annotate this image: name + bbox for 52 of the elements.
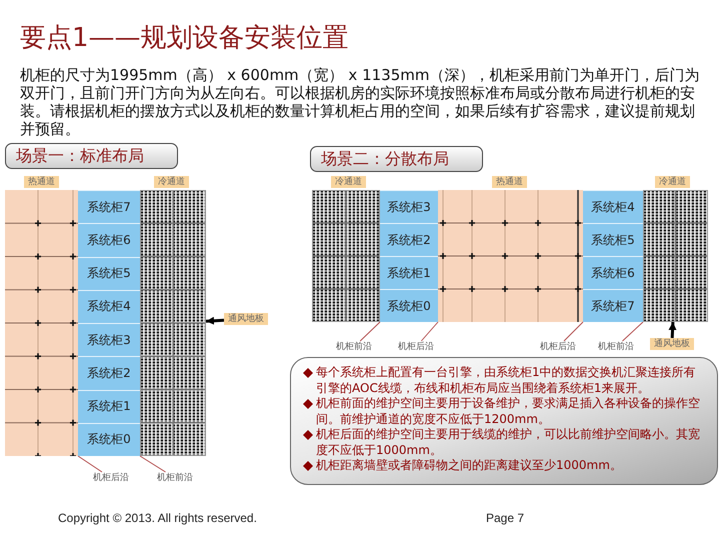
hot-aisle-floor [5,190,78,456]
ventilated-floor-tiles [140,190,206,456]
system-cabinet: 系统柜1 [380,256,438,289]
note-text: 机柜距离墙壁或者障碍物之间的距离建议至少1000mm。 [316,458,623,474]
scenario-banner: 场景一：标准布局 [5,143,178,169]
slide-title: 要点1——规划设备安装位置 [20,22,349,54]
note-text: 机柜后面的维护空间主要用于线缆的维护，可以比前维护空间略小。其宽度不应低于1000mm。 [316,427,701,458]
scenario-banner: 场景二：分散布局 [310,146,483,172]
intro-paragraph: 机柜的尺寸为1995mm（高） x 600mm（宽） x 1135mm（深），机柜采用前门为单开门，后门为双开门，且前门开门方向为从左向右。可以根据机房的实际环境按照标准布局或分散布局进行机柜的安装。请根据机柜的摆放方式以及机柜的数量计算机柜占用的空间，如果后续有扩容需求，建议提前规划并预留。 [20,66,700,138]
callout-label: 机柜前沿 [336,341,372,353]
system-cabinet: 系统柜7 [583,289,643,322]
system-cabinet: 系统柜2 [78,356,140,390]
system-cabinet: 系统柜4 [78,290,140,323]
aisle-label: 冷通道 [655,176,690,188]
callout-label: 机柜前沿 [598,341,634,353]
ventilated-floor-tiles [643,190,708,322]
ventilated-floor-tiles [312,190,380,322]
callout-label: 机柜后沿 [398,341,434,353]
leader-line [78,456,102,472]
system-cabinet: 系统柜2 [380,223,438,256]
callout-label: 机柜后沿 [540,341,576,353]
notes-panel [290,357,718,485]
aisle-label: 冷通道 [154,176,189,188]
leader-line [564,322,584,342]
aisle-label: 冷通道 [331,176,366,188]
hot-aisle-floor [438,190,583,322]
page-number: Page 7 [486,511,524,526]
system-cabinet: 系统柜3 [380,190,438,223]
aisle-label: 热通道 [24,176,59,188]
leader-line [140,456,166,472]
system-cabinet: 系统柜6 [78,223,140,256]
callout-tag: 通风地板 [224,313,268,325]
system-cabinet: 系统柜1 [78,390,140,423]
system-cabinet: 系统柜5 [78,256,140,290]
leader-line [420,322,438,342]
note-text: 机柜前面的维护空间主要用于设备维护，要求满足插入各种设备的操作空间。前维护通道的宽度不应低于1200mm。 [316,396,701,427]
callout-label: 机柜后沿 [93,472,129,484]
system-cabinet: 系统柜0 [78,422,140,456]
pointer-arrow [668,322,677,338]
leader-line [360,322,380,342]
system-cabinet: 系统柜3 [78,323,140,356]
system-cabinet: 系统柜4 [583,190,643,223]
copyright-notice: Copyright © 2013. All rights reserved. [58,511,257,526]
callout-label: 机柜前沿 [157,472,193,484]
system-cabinet: 系统柜5 [583,223,643,256]
system-cabinet: 系统柜7 [78,190,140,224]
system-cabinet: 系统柜6 [583,256,643,289]
callout-tag: 通风地板 [650,338,694,350]
note-text: 每个系统柜上配置有一台引擎，由系统柜1中的数据交换机汇聚连接所有引擎的AOC线缆，布线和机柜布局应当围绕着系统柜1来展开。 [316,365,697,396]
pointer-arrow [206,316,224,325]
aisle-label: 热通道 [492,176,527,188]
system-cabinet: 系统柜0 [380,289,438,322]
